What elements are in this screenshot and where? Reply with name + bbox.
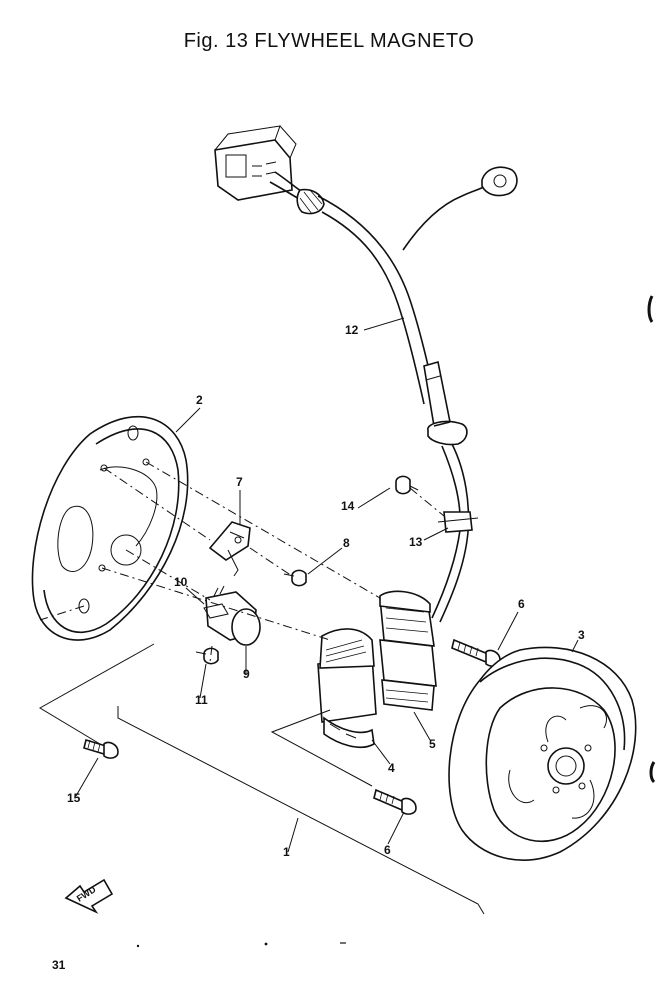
- contact-breaker: [208, 521, 251, 577]
- callout-9: 9: [243, 667, 250, 681]
- screw-14: [395, 475, 419, 495]
- leader-lines: [75, 317, 579, 853]
- callout-12: 12: [345, 323, 359, 337]
- group-brackets: [39, 643, 485, 915]
- wire-harness: [214, 125, 518, 623]
- callout-15: 15: [67, 791, 81, 805]
- callout-10: 10: [174, 575, 188, 589]
- callout-4: 4: [388, 761, 395, 775]
- bolt-lower: [373, 788, 417, 815]
- source-coil: [379, 590, 437, 711]
- callout-6-upper: 6: [518, 597, 525, 611]
- screw-8: [283, 569, 307, 587]
- assembly-lines: [39, 461, 445, 663]
- callout-8: 8: [343, 536, 350, 550]
- callout-7: 7: [236, 475, 243, 489]
- figure-caption: FLYWHEEL MAGNETO: [254, 30, 475, 52]
- flywheel-rotor: [448, 646, 637, 861]
- callout-3: 3: [578, 628, 585, 642]
- callout-6-lower: 6: [384, 843, 391, 857]
- figure-number: Fig. 13: [183, 30, 249, 52]
- lighting-coil: [317, 628, 377, 749]
- screw-11: [195, 647, 219, 665]
- callout-5: 5: [429, 737, 436, 751]
- callout-1: 1: [283, 845, 290, 859]
- callout-13: 13: [409, 535, 423, 549]
- fwd-arrow-icon: [64, 878, 114, 914]
- callout-14: 14: [341, 499, 355, 513]
- callout-11: 11: [195, 693, 208, 707]
- condenser: [203, 585, 261, 646]
- page-number: 31: [52, 958, 66, 972]
- bolt-upper: [451, 638, 501, 667]
- callout-2: 2: [196, 393, 203, 407]
- scan-marks: [136, 295, 656, 948]
- screw-15: [83, 738, 119, 759]
- stator-base-plate: [31, 415, 189, 641]
